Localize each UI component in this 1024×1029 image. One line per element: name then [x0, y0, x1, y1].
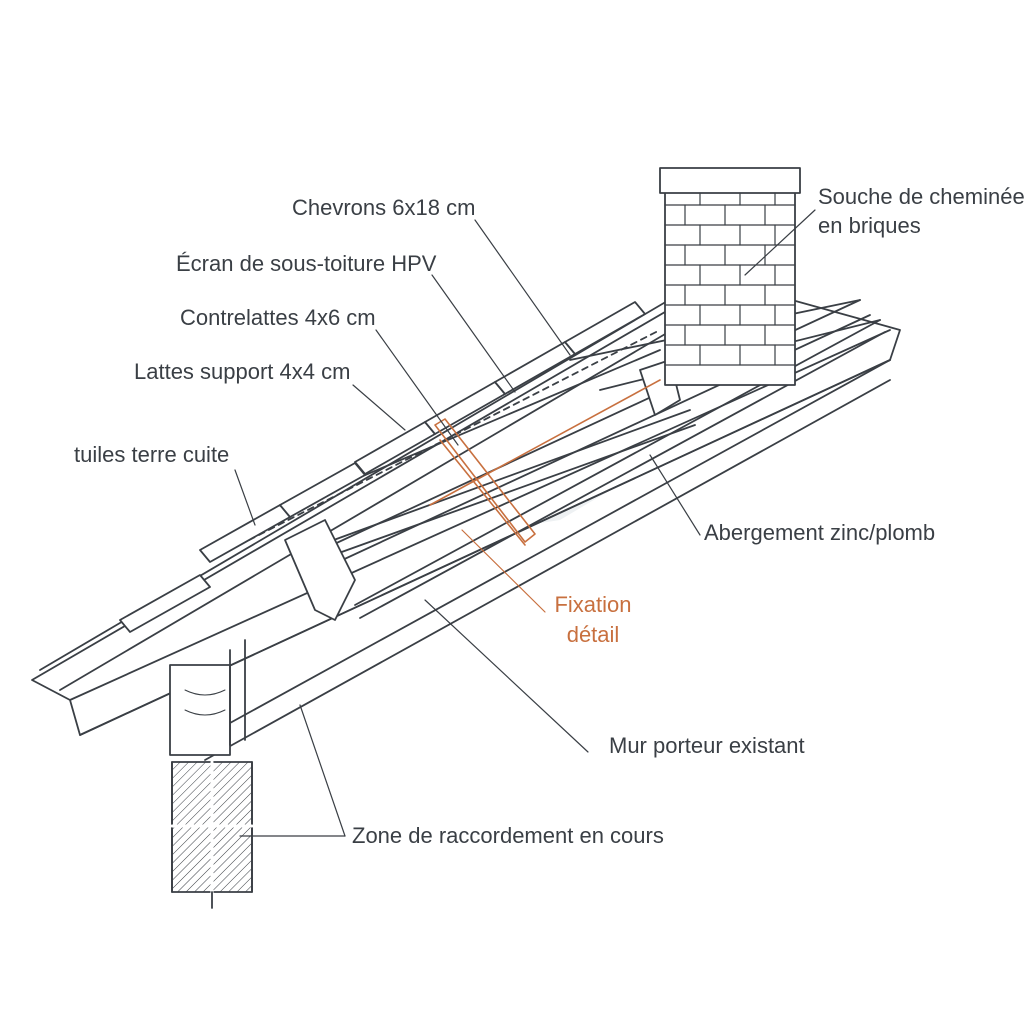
label-fixation-line1: Fixation [554, 592, 632, 617]
clay-tiles [119, 301, 646, 633]
leader-lines [234, 209, 816, 837]
timber-post [169, 639, 246, 756]
label-souche-line1: Souche de cheminée [818, 184, 1024, 209]
label-abergement: Abergement zinc/plomb [704, 520, 936, 545]
brick-chimney [659, 167, 801, 386]
label-lattes: Lattes support 4x4 cm [134, 359, 351, 384]
bearing-wall [170, 760, 254, 909]
label-tuiles: tuiles terre cuite [74, 442, 230, 467]
label-mur: Mur porteur existant [609, 733, 805, 758]
label-fixation-line2: détail [566, 622, 620, 647]
label-souche-line2: en briques [818, 213, 921, 238]
label-contrelattes: Contrelattes 4x6 cm [180, 305, 376, 330]
label-chevrons: Chevrons 6x18 cm [292, 195, 476, 220]
fixation-detail-highlight [429, 379, 661, 546]
label-ecran: Écran de sous-toiture HPV [176, 251, 437, 276]
label-zone: Zone de raccordement en cours [352, 823, 664, 848]
